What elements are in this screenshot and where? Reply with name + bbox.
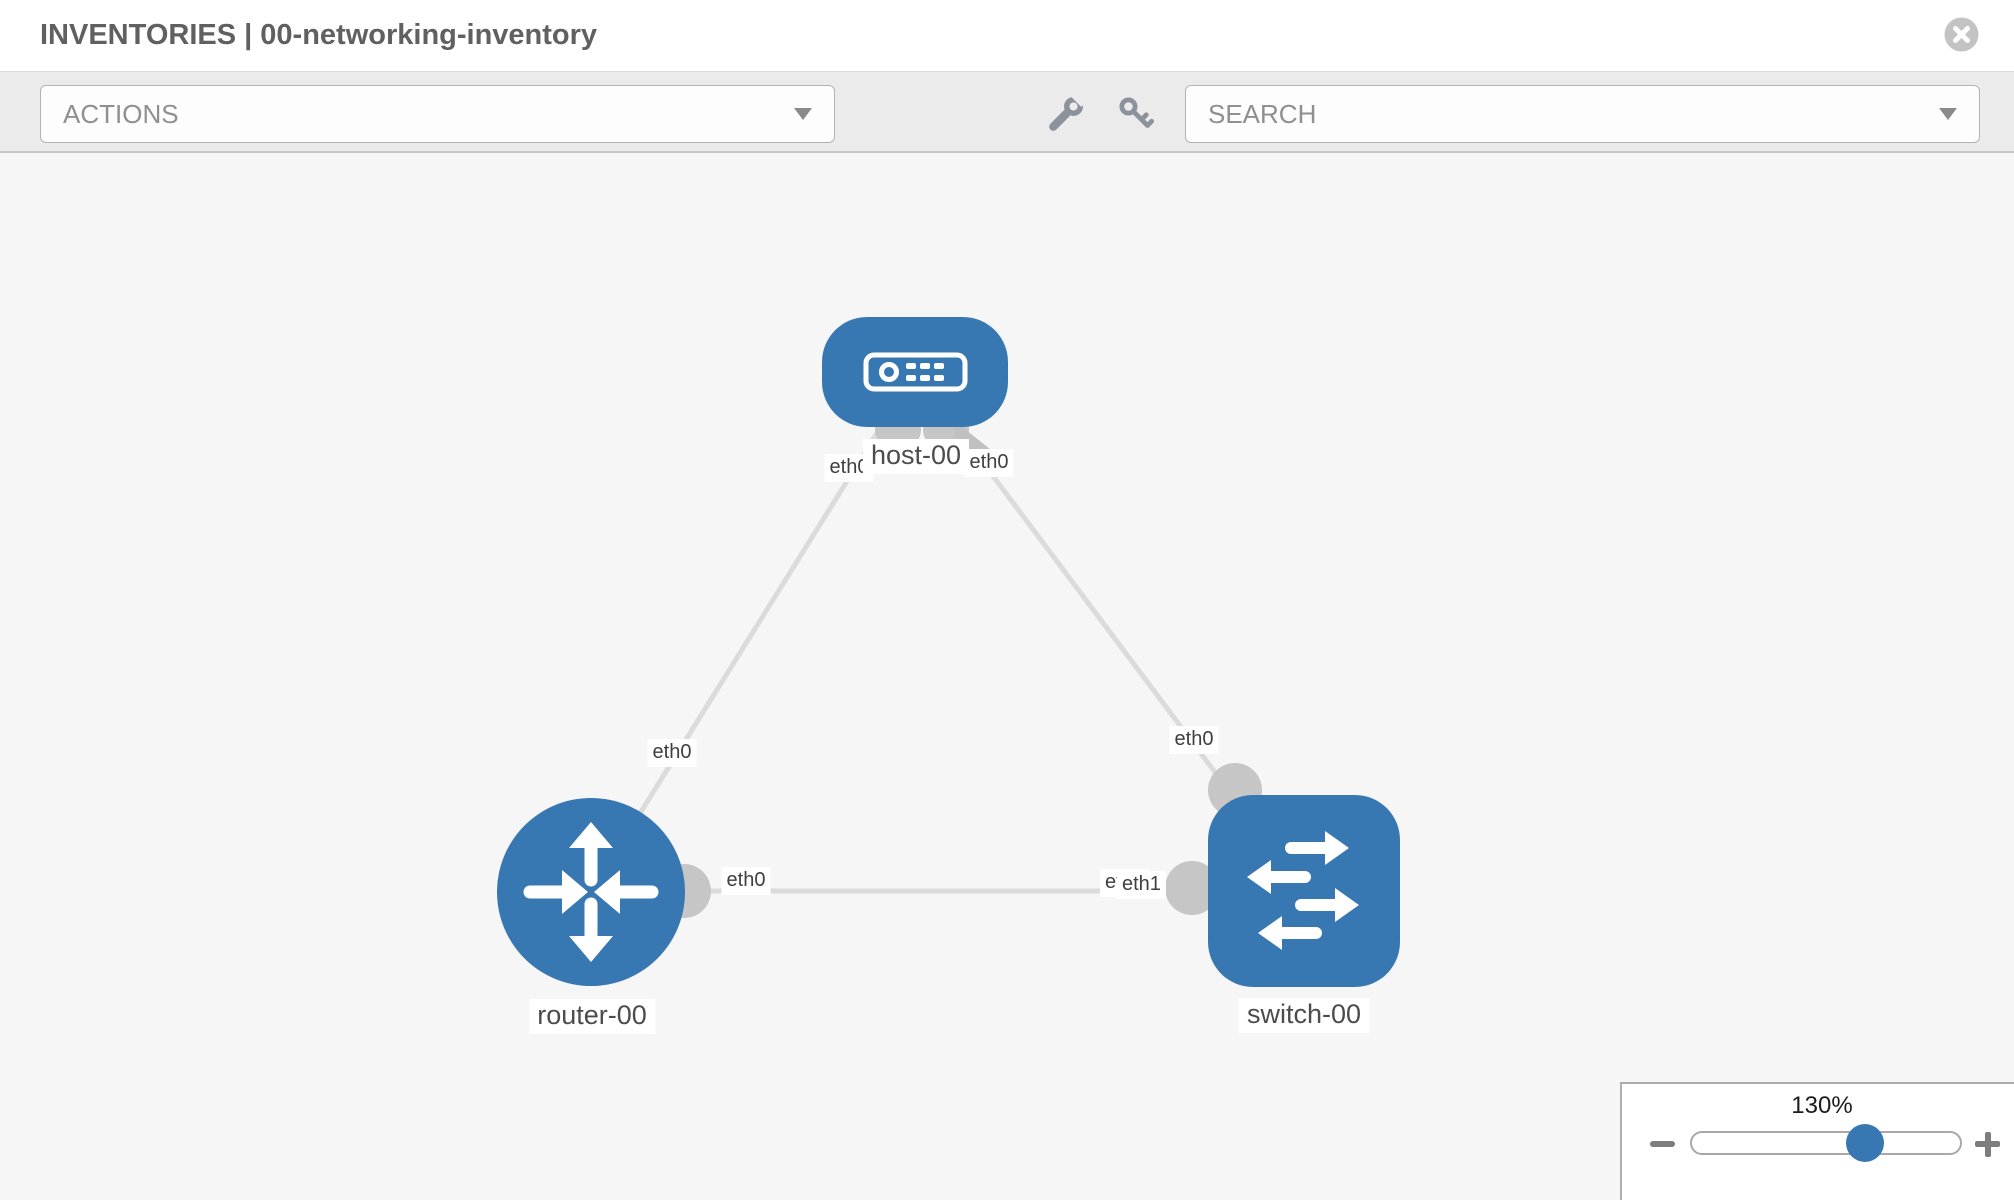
iface-label-switch-uplink-eth0: eth0 (1169, 726, 1219, 754)
search-dropdown-label: SEARCH (1208, 98, 1317, 129)
wrench-icon (1049, 89, 1089, 131)
actions-dropdown-label: ACTIONS (63, 98, 179, 129)
iface-label-host-eth0-left: eth0 (824, 454, 874, 482)
zoom-out-button[interactable] (1648, 1130, 1676, 1158)
topology-canvas[interactable]: host-00 router-00 switch-00 eth0 eth0 et… (0, 153, 2014, 1200)
minus-icon (1650, 1141, 1675, 1147)
caret-down-icon (1939, 108, 1957, 120)
iface-label-router-lan-eth0: eth0 (721, 867, 771, 895)
router-icon (523, 822, 659, 962)
zoom-slider-track[interactable] (1690, 1131, 1962, 1155)
zoom-in-button[interactable] (1973, 1130, 2001, 1158)
switch-icon (1247, 831, 1359, 950)
node-label-host: host-00 (862, 439, 970, 474)
node-label-router: router-00 (529, 999, 655, 1034)
zoom-slider-handle[interactable] (1846, 1124, 1884, 1162)
iface-label-switch-lan-eth1: eth1 (1117, 871, 1166, 899)
key-icon (1119, 97, 1154, 128)
node-router[interactable] (497, 798, 685, 986)
search-dropdown[interactable]: SEARCH (1185, 85, 1980, 143)
toolbar: ACTIONS (0, 71, 2014, 153)
close-button[interactable] (1944, 17, 1979, 52)
iface-label-host-eth0-right: eth0 (964, 449, 1014, 477)
node-host[interactable] (822, 317, 1008, 427)
page-title: INVENTORIES | 00-networking-inventory (40, 19, 598, 51)
header: INVENTORIES | 00-networking-inventory (0, 0, 2014, 71)
interface-endpoints (657, 406, 1262, 918)
host-icon (863, 352, 968, 392)
credentials-button[interactable] (1116, 94, 1154, 132)
iface-label-router-uplink-eth0: eth0 (647, 739, 697, 767)
plus-icon (1984, 1131, 1991, 1157)
node-switch[interactable] (1208, 795, 1400, 987)
zoom-panel: 130% (1620, 1082, 2014, 1200)
close-icon (1944, 17, 1979, 52)
caret-down-icon (794, 108, 812, 120)
configure-button[interactable] (1048, 89, 1089, 132)
endpoint-switch-eth1 (1165, 861, 1219, 915)
actions-dropdown[interactable]: ACTIONS (40, 85, 835, 143)
node-label-switch: switch-00 (1238, 998, 1370, 1033)
zoom-level: 130% (1791, 1092, 1853, 1119)
